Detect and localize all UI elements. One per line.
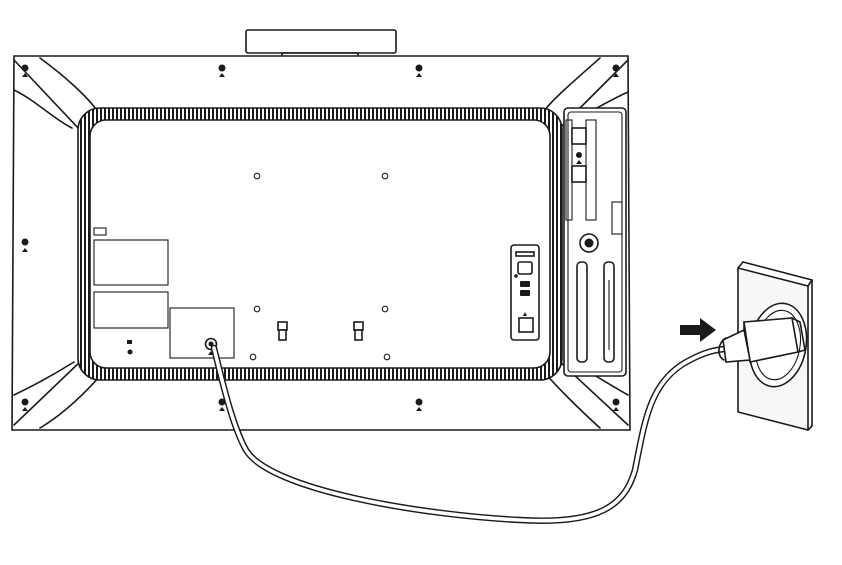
- insert-arrow-icon: [680, 318, 716, 342]
- screw-hole-icon: [415, 398, 423, 411]
- power-cord-icon: [210, 344, 728, 524]
- screw-hole-icon: [21, 238, 29, 252]
- screw-hole-icon: [612, 64, 620, 77]
- screw-hole-icon: [218, 64, 226, 77]
- screw-hole-icon: [21, 398, 29, 411]
- stand-clips: [277, 321, 364, 341]
- screw-hole-icon: [218, 398, 226, 411]
- rear-port-panel: [510, 244, 540, 341]
- vent-band: [77, 107, 563, 381]
- screw-hole-icon: [415, 64, 423, 77]
- side-module: [563, 107, 627, 377]
- screw-hole-icon: [612, 398, 620, 411]
- vesa-holes: [249, 172, 391, 361]
- power-plug-icon: [718, 317, 806, 363]
- label-stickers: [93, 227, 235, 359]
- screw-hole-icon: [21, 64, 29, 77]
